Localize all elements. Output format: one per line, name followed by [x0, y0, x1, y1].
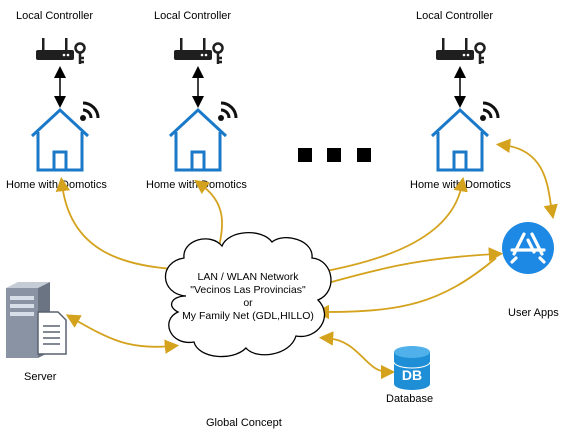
cloud-line-3: or [243, 297, 253, 309]
home-label-1: Home with Domotics [6, 179, 107, 191]
wifi-icon [80, 101, 100, 121]
database-badge: DB [402, 367, 422, 383]
house-icon [430, 107, 490, 172]
router-icon [36, 38, 74, 60]
cloud-line-2: "Vecinos Las Provincias" [190, 284, 306, 296]
network-userapps-link-a [309, 247, 504, 289]
network-database-link [318, 331, 396, 380]
app-store-icon [502, 222, 554, 274]
diagram-caption: Global Concept [206, 417, 282, 429]
house-icon [30, 107, 90, 172]
key-icon [74, 42, 86, 64]
home3-network-link [302, 176, 468, 280]
user-apps-label: User Apps [508, 307, 559, 319]
cloud-line-4: My Family Net (GDL,HILLO) [182, 310, 314, 322]
house-icon [168, 107, 228, 172]
key-icon [212, 42, 224, 64]
router-icon [436, 38, 474, 60]
home1-network-link [55, 176, 200, 277]
server-network-link [65, 314, 180, 354]
network-cloud [164, 231, 332, 358]
server-label: Server [24, 371, 57, 383]
ellipsis-squares [298, 148, 371, 162]
controller-label-1: Local Controller [16, 10, 93, 22]
router-icon [174, 38, 212, 60]
key-icon [474, 42, 486, 64]
wifi-icon [480, 101, 500, 121]
home3-userapps-link [495, 138, 558, 220]
database-label: Database [386, 393, 433, 405]
controller-label-2: Local Controller [154, 10, 231, 22]
home-label-2: Home with Domotics [146, 179, 247, 191]
cloud-line-1: LAN / WLAN Network [198, 271, 300, 283]
network-userapps-link-b [314, 257, 497, 320]
controller-label-3: Local Controller [416, 10, 493, 22]
wifi-icon [218, 101, 238, 121]
database-icon [393, 346, 431, 390]
document-icon [37, 311, 67, 355]
